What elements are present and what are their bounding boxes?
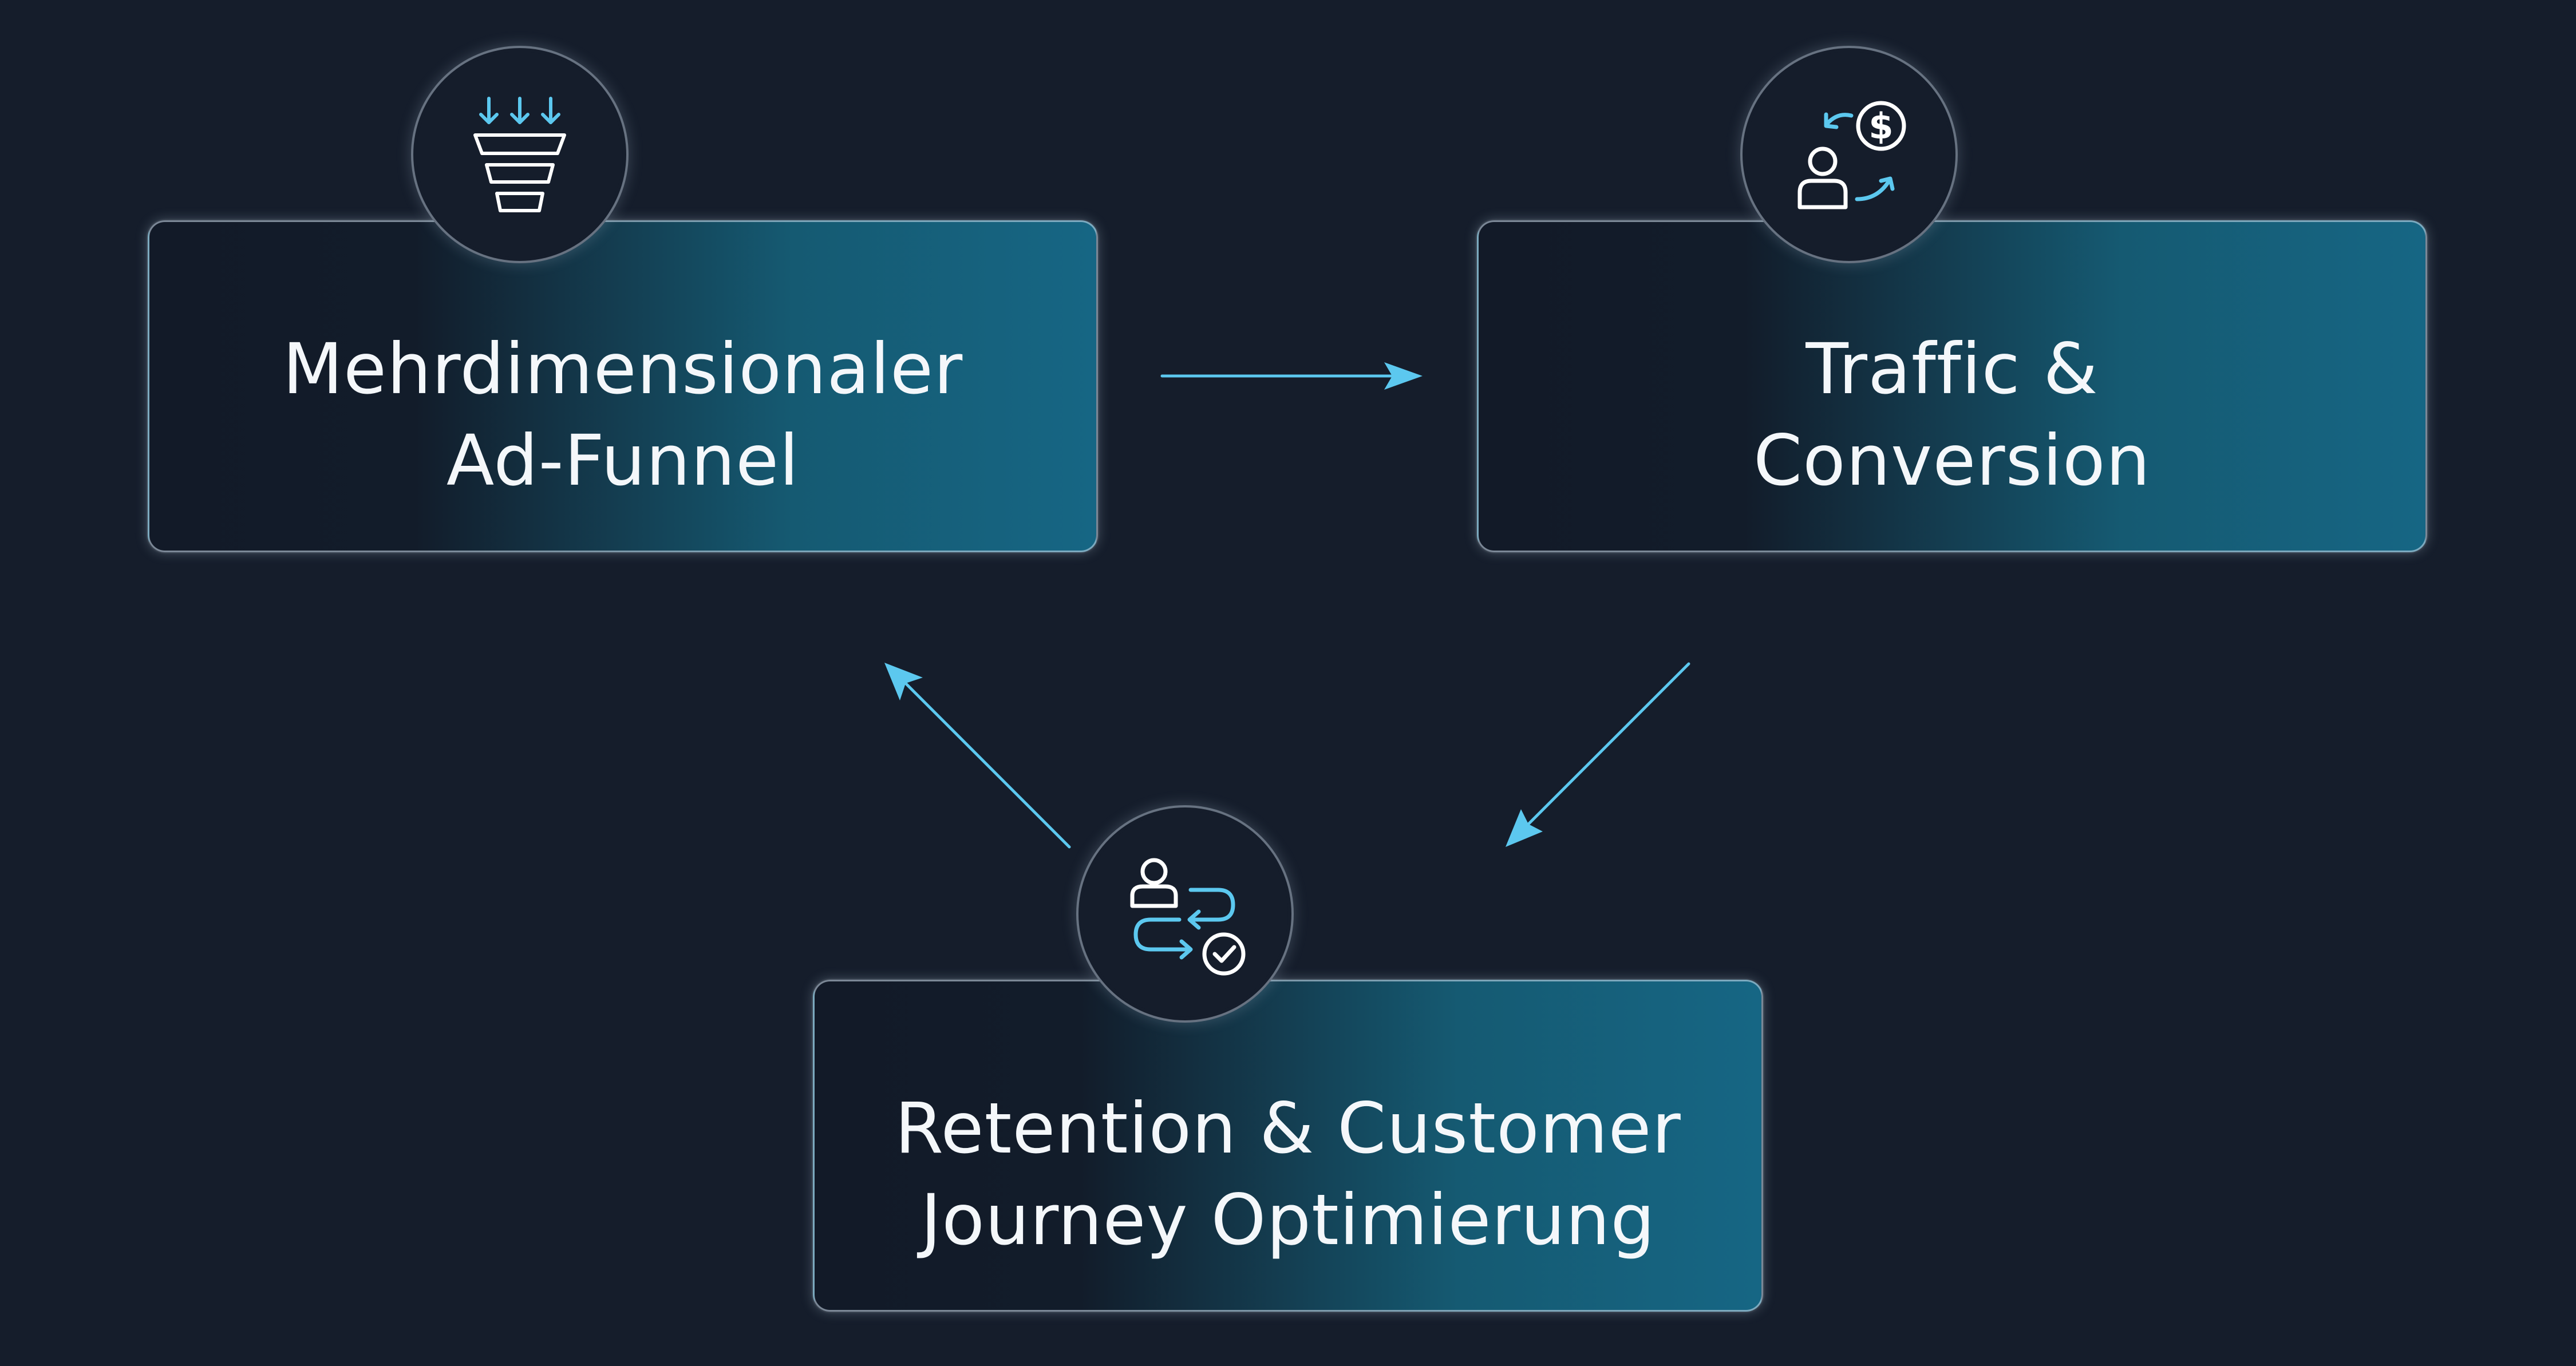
node-label-line1: Traffic & bbox=[1805, 328, 2099, 410]
arrowhead-retention-to-funnel bbox=[884, 663, 923, 700]
connector-retention-to-funnel bbox=[904, 682, 1071, 849]
node-label-line1: Retention & Customer bbox=[895, 1088, 1681, 1169]
node-label-line2: Conversion bbox=[1753, 420, 2151, 501]
arrowhead-traffic-to-retention bbox=[1506, 809, 1543, 847]
card-traffic-conversion bbox=[1477, 220, 2427, 552]
svg-text:$: $ bbox=[1868, 105, 1893, 147]
arrowhead-funnel-to-traffic bbox=[1384, 362, 1423, 390]
node-label: Traffic & Conversion bbox=[1477, 323, 2427, 506]
node-label: Retention & Customer Journey Optimierung bbox=[813, 1083, 1763, 1266]
icon-badge bbox=[1076, 805, 1294, 1023]
user-dollar-exchange-icon: $ bbox=[1797, 101, 1906, 209]
funnel-icon bbox=[473, 97, 566, 212]
icon-badge bbox=[411, 46, 629, 263]
customer-journey-icon bbox=[1130, 858, 1246, 976]
connector-traffic-to-retention bbox=[1527, 662, 1690, 826]
node-label-line2: Journey Optimierung bbox=[920, 1179, 1656, 1261]
node-label-line1: Mehrdimensionaler bbox=[282, 328, 963, 410]
node-label: Mehrdimensionaler Ad-Funnel bbox=[148, 323, 1098, 506]
icon-badge: $ bbox=[1740, 46, 1958, 263]
card-ad-funnel bbox=[148, 220, 1098, 552]
node-label-line2: Ad-Funnel bbox=[446, 420, 800, 501]
card-retention bbox=[813, 980, 1763, 1312]
